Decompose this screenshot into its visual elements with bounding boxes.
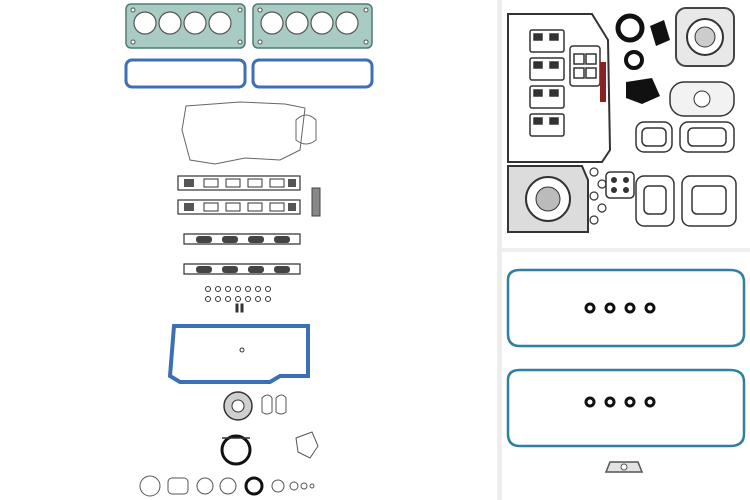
intake-valley-gasket (181, 101, 306, 165)
red-gasket-strips (600, 62, 606, 102)
intake-gasket-upper (177, 175, 301, 191)
panel-divider-vertical (497, 0, 502, 500)
valve-cover-gasket-illustration (506, 268, 746, 473)
round-head-plate (675, 7, 735, 67)
valve-cover-gasket-right (251, 58, 374, 89)
carb-gaskets-pair (569, 45, 601, 87)
oval-flange-gasket (669, 81, 735, 117)
gasket-set-photo-top-right (502, 0, 750, 248)
valve-cover-gasket-left (124, 58, 247, 89)
rear-main-seal (220, 434, 252, 466)
carb-base-gaskets (529, 29, 565, 137)
stacked-rounded-gaskets (635, 121, 735, 153)
water-pump-gaskets (261, 394, 287, 415)
gasket-kit-illustration (507, 7, 737, 233)
exhaust-gasket-upper (183, 233, 301, 245)
small-flange-gasket (604, 461, 644, 473)
small-round-seals (589, 167, 607, 225)
crank-seal-small (624, 50, 644, 70)
small-seals-row (139, 475, 315, 497)
thermostat-gasket (295, 114, 317, 145)
timing-cover-gasket (223, 391, 253, 421)
panel-divider-horizontal (502, 248, 750, 252)
valve-cover-gasket-bottom (506, 368, 746, 448)
gasket-set-photo-left (124, 3, 374, 497)
timing-plate-gasket (507, 13, 612, 163)
gasket-set-photo-bottom-right (502, 252, 750, 500)
lower-right-gaskets (635, 175, 737, 227)
valve-cover-gasket-top (506, 268, 746, 348)
head-gasket-right (252, 3, 373, 49)
exhaust-gasket-lower (183, 263, 301, 275)
black-seal-wedge (650, 20, 670, 46)
fuel-pump-gasket (295, 431, 319, 459)
bottom-large-plate (507, 165, 589, 233)
four-hole-gasket (605, 171, 635, 199)
valve-stem-seals (205, 286, 271, 313)
intake-gasket-lower (177, 199, 301, 215)
gasket-set-illustration (124, 3, 374, 497)
oil-pan-gasket (167, 324, 310, 384)
distributor-gasket (311, 187, 321, 217)
crank-seal-large (615, 13, 645, 43)
head-gasket-left (125, 3, 246, 49)
black-gasket-plate (626, 78, 660, 104)
